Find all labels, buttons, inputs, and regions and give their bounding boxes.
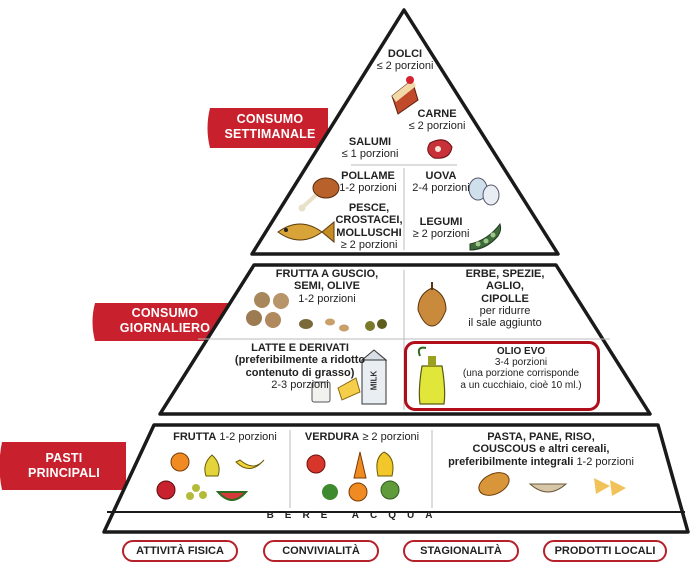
daily-consumption-label: CONSUMO GIORNALIERO [119,306,211,335]
onion-icon [417,282,447,327]
footer-prodotti-locali: PRODOTTI LOCALI [543,540,667,562]
pesce-label: PESCE, CROSTACEI, MOLLUSCHI ≥ 2 porzioni [335,202,403,251]
eggs-icon [468,177,500,206]
chicken-leg-icon [298,177,340,212]
verdura-label: VERDURA ≥ 2 porzioni [304,431,420,443]
erbe-spezie-label: ERBE, SPEZIE, AGLIO, CIPOLLE per ridurre… [465,268,545,330]
nuts-icon [246,292,387,332]
drink-water-label: BERE ACQUA [266,510,444,521]
legumi-label: LEGUMI ≥ 2 porzioni [412,216,470,241]
carne-label: CARNE ≤ 2 porzioni [408,108,466,133]
pasta-cereali-label: PASTA, PANE, RISO, COUSCOUS e altri cere… [448,431,634,468]
meat-icon [427,139,453,159]
olio-evo-highlight [404,341,600,411]
cheese-yogurt-milk-icon [311,349,388,405]
vegetable-icons [306,451,400,502]
daily-tag-shape [92,303,234,341]
tier-meals [102,423,690,534]
uova-label: UOVA 2-4 porzioni [412,170,470,195]
fish-icon [277,220,335,244]
meals-tag-shape [0,442,126,490]
weekly-tag-shape [207,108,328,148]
frutta-label: FRUTTA 1-2 porzioni [173,431,277,443]
frutta-guscio-label: FRUTTA A GUSCIO, SEMI, OLIVE 1-2 porzion… [275,268,379,305]
footer-convivialita: CONVIVIALITÀ [263,540,379,562]
footer-stagionalita: STAGIONALITÀ [403,540,519,562]
legume-pod-icon [469,222,502,251]
fruit-icons [156,452,265,501]
milk-carton-text: MILK [369,370,379,391]
olio-evo-label: OLIO EVO 3-4 porzioni (una porzione corr… [460,346,582,391]
salumi-label: SALUMI ≤ 1 porzioni [341,136,399,161]
latte-derivati-label: LATTE E DERIVATI (preferibilmente a rido… [234,342,366,391]
bread-grain-pasta-icon [478,472,626,496]
dolci-label: DOLCI ≤ 2 porzioni [376,48,434,73]
weekly-consumption-label: CONSUMO SETTIMANALE [224,112,316,141]
footer-attivita-fisica: ATTIVITÀ FISICA [122,540,238,562]
olive-oil-cruet-icon [417,346,446,405]
main-meals-label: PASTI PRINCIPALI [28,451,100,480]
pollame-label: POLLAME 1-2 porzioni [339,170,397,195]
cake-icon [391,76,419,115]
